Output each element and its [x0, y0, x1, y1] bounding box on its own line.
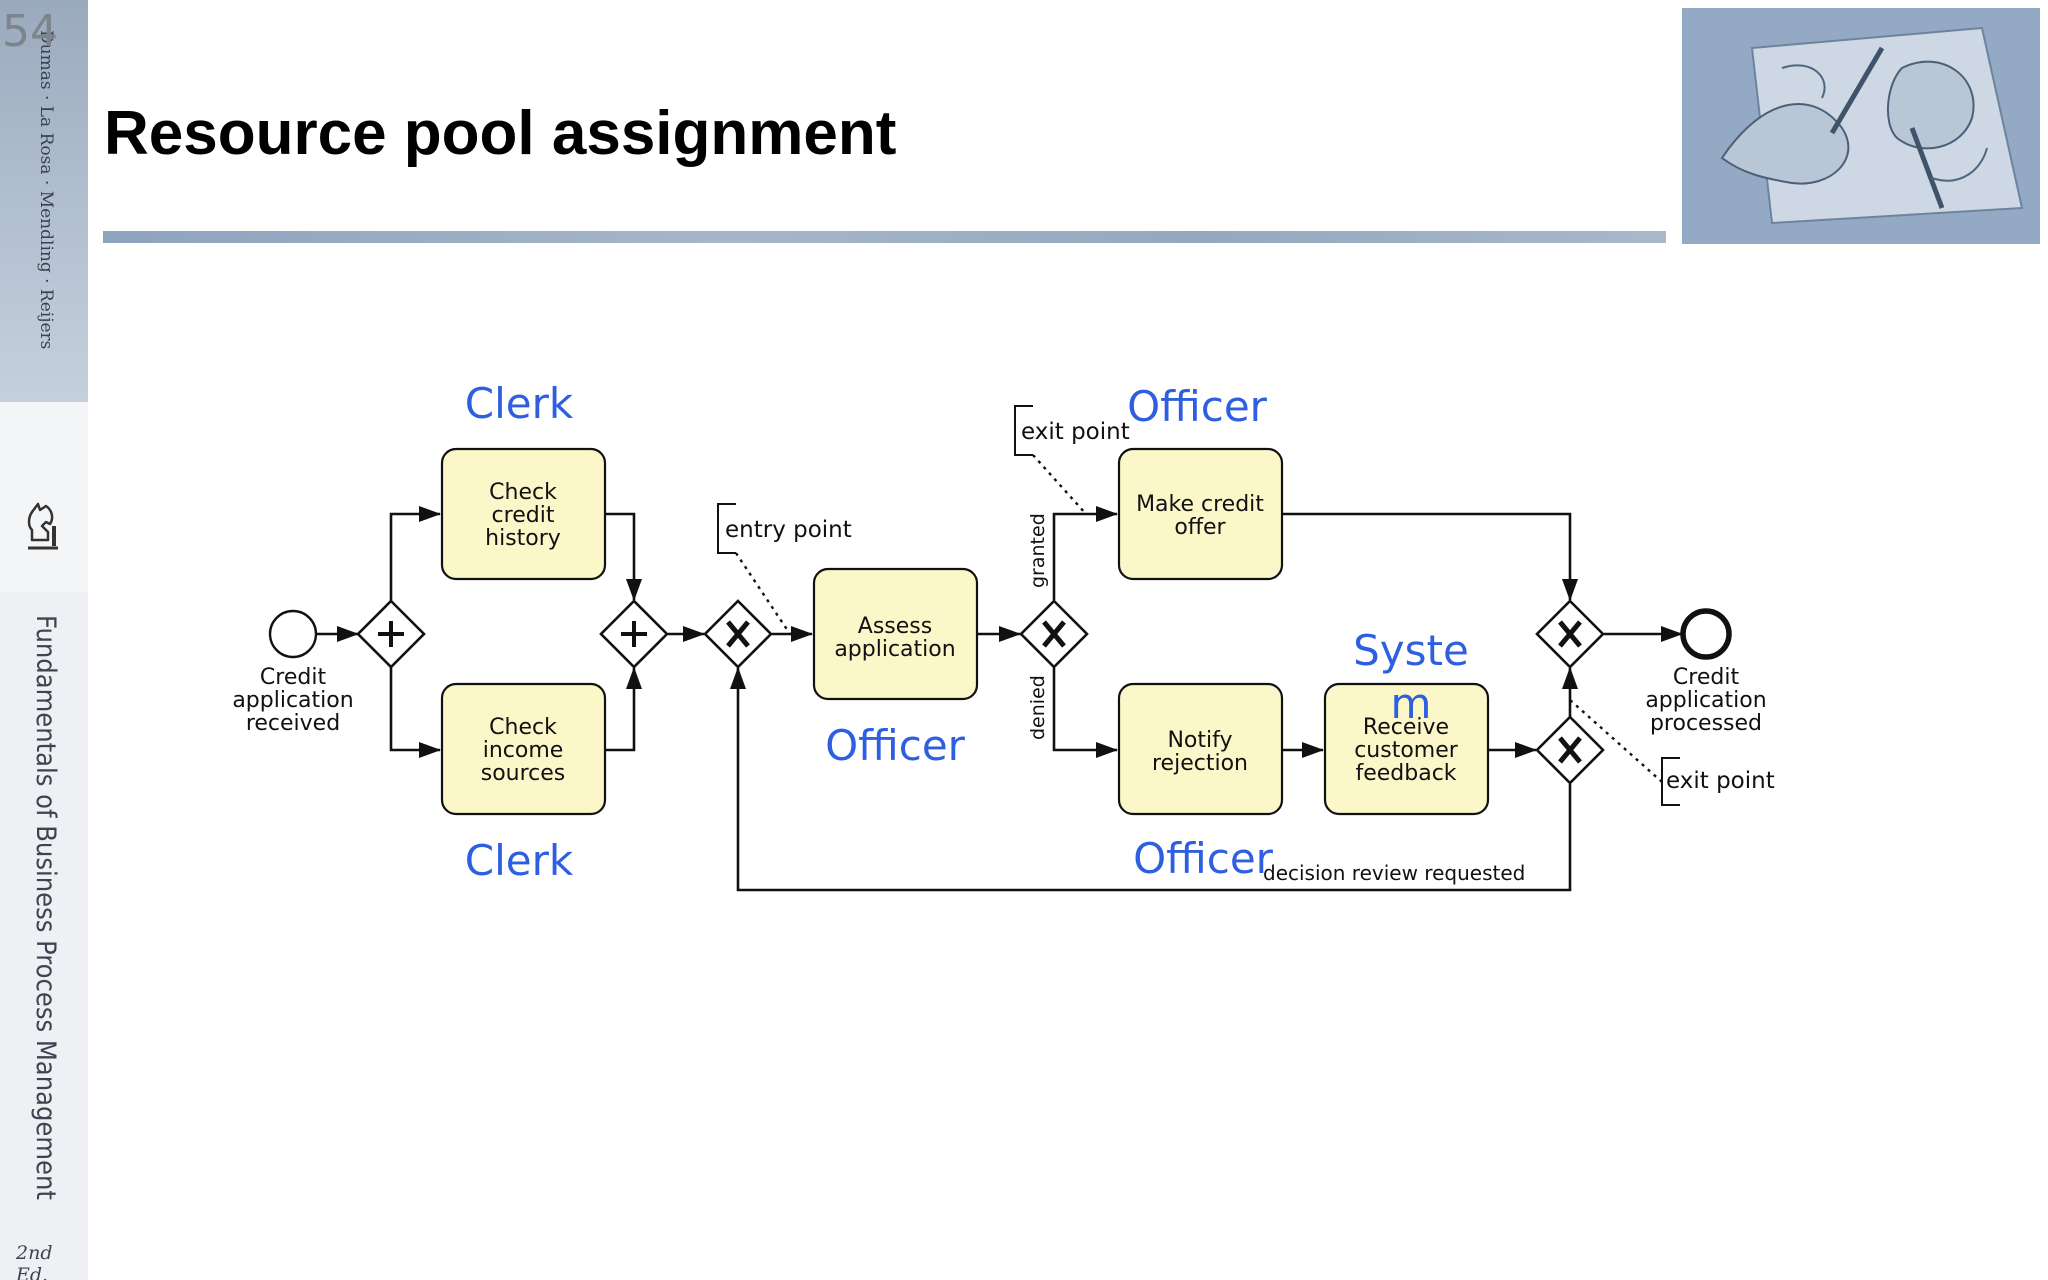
officer-pool-assess: Officer: [825, 721, 966, 770]
system-pool-line2: m: [1391, 679, 1432, 728]
drawing-hands-image: [1682, 8, 2040, 244]
denied-label: denied: [1027, 675, 1049, 740]
flow-offer-to-end-merge: [1282, 512, 1578, 601]
flow-split-to-credit: [389, 506, 441, 601]
flow-denied: [1052, 668, 1118, 758]
exit-point-top-label: exit point: [1021, 419, 1130, 445]
end-event: [1680, 608, 1732, 660]
title-rule: [103, 231, 1666, 243]
granted-label: granted: [1027, 513, 1049, 588]
clerk-pool-top: Clerk: [465, 379, 574, 428]
book-spine-sidebar: Dumas · La Rosa · Mendling · Reijers Fun…: [0, 0, 88, 1280]
xor-end-merge-gateway: [1535, 599, 1605, 669]
xor-decision-gateway: [1019, 599, 1089, 669]
clerk-pool-bottom: Clerk: [465, 836, 574, 885]
exit-point-top-association: [1032, 454, 1087, 515]
page-title: Resource pool assignment: [104, 99, 897, 168]
decision-review-label: decision review requested: [1263, 861, 1525, 885]
flow-decision-review-loop: [730, 667, 1572, 892]
and-split-gateway: [356, 599, 426, 669]
task-make-credit-offer: [1117, 447, 1284, 581]
xor-feedback-gateway: [1535, 715, 1605, 785]
exit-point-top-bracket: [1014, 405, 1033, 456]
task-assess-application: [812, 567, 979, 701]
flow-granted: [1052, 506, 1118, 600]
sidebar-book-title: Fundamentals of Business Process Managem…: [30, 615, 61, 1200]
officer-pool-reject: Officer: [1133, 834, 1274, 883]
flow-credit-to-join: [605, 512, 642, 601]
officer-pool-offer: Officer: [1127, 382, 1268, 431]
task-notify-rejection: [1117, 682, 1284, 816]
start-event: [268, 609, 318, 659]
task-check-credit-history: [440, 447, 607, 581]
system-pool-line1: Syste: [1353, 626, 1469, 675]
sidebar-mid-band: [0, 402, 88, 592]
exit-point-bottom-label: exit point: [1666, 768, 1775, 794]
task-check-income-sources: [440, 682, 607, 816]
slide-number: 54: [2, 6, 58, 57]
knight-logo-icon: [27, 502, 58, 550]
entry-point-association: [735, 552, 791, 635]
task-receive-customer-feedback: [1323, 682, 1490, 816]
and-join-gateway: [599, 599, 669, 669]
flow-income-to-join: [605, 667, 642, 752]
entry-point-bracket: [717, 503, 736, 554]
sidebar-top-band: [0, 0, 88, 402]
xor-merge-gateway: [703, 599, 773, 669]
entry-point-label: entry point: [725, 517, 852, 543]
flow-split-to-income: [389, 667, 441, 758]
sidebar-edition: 2nd Ed.: [16, 1242, 53, 1280]
sidebar-authors: Dumas · La Rosa · Mendling · Reijers: [36, 30, 56, 350]
